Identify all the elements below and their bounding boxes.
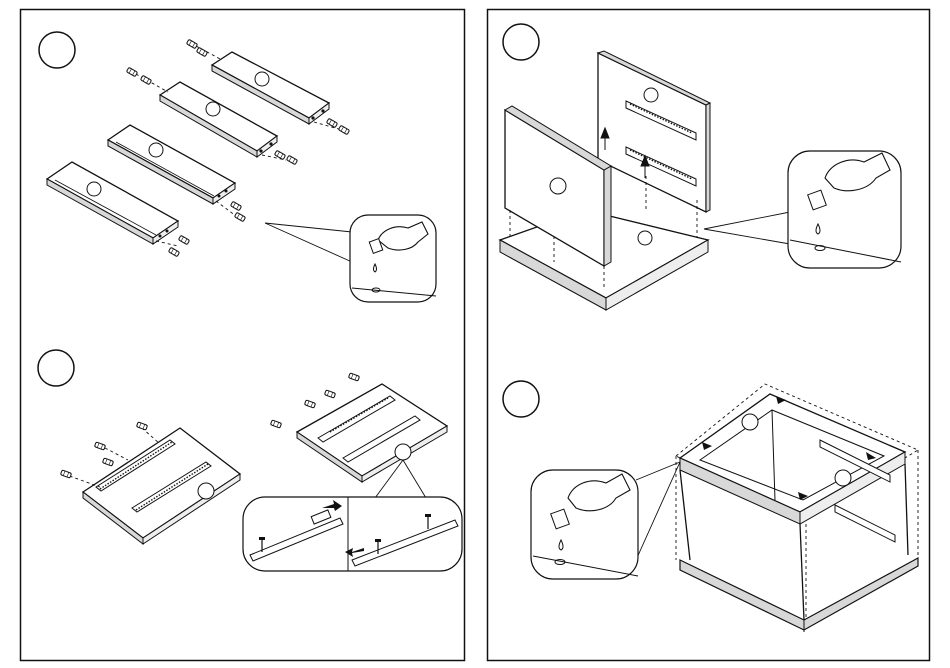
- step-number-circle: [38, 350, 74, 386]
- step-number-circle: [503, 381, 539, 417]
- left-page: [21, 10, 465, 661]
- right-page: [488, 10, 930, 661]
- step-number-circle: [503, 24, 539, 60]
- step-number-circle: [39, 32, 75, 68]
